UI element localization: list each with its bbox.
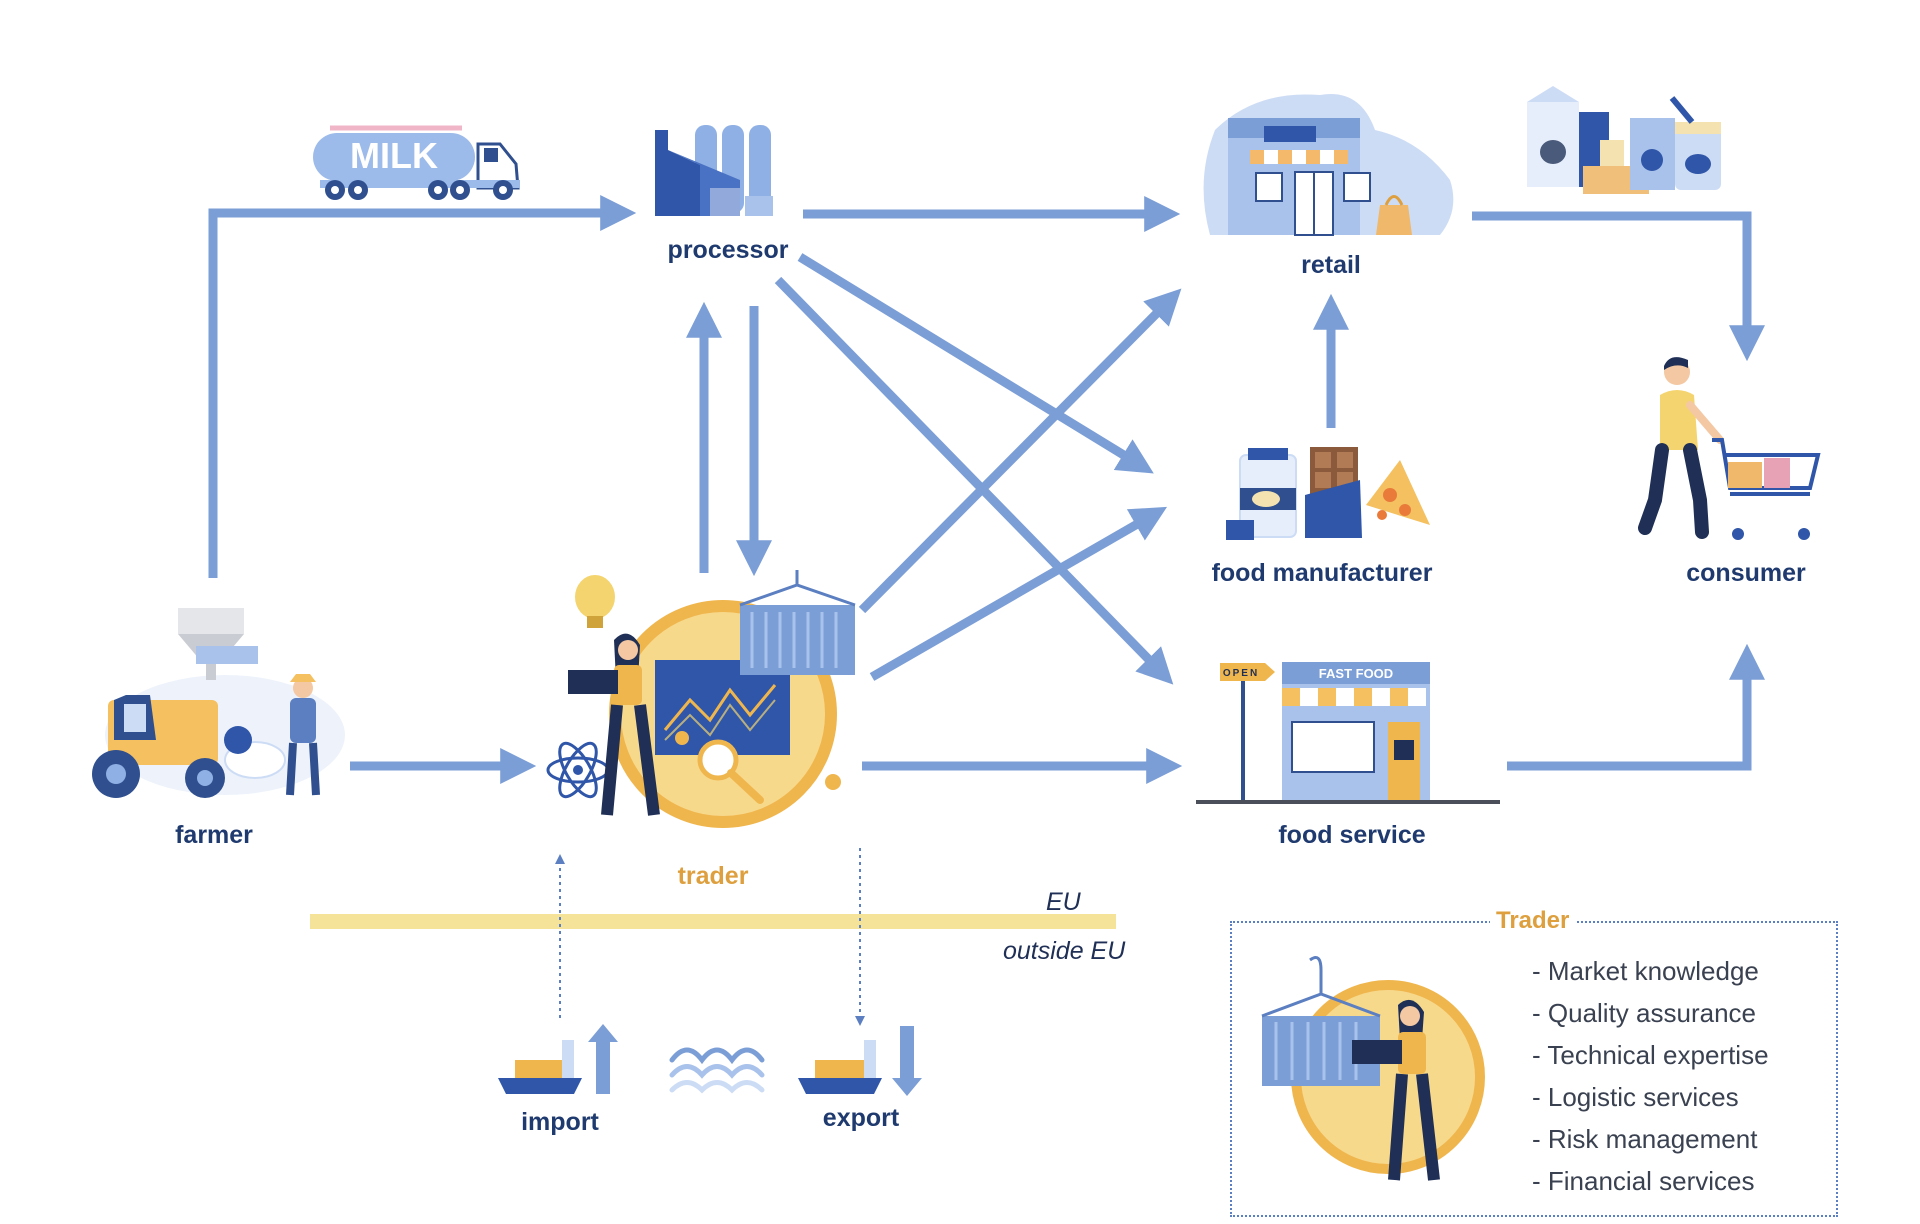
factory-icon: [655, 125, 773, 216]
fast-food-sign-text: FAST FOOD: [1319, 666, 1393, 681]
milk-truck-icon: MILK: [313, 125, 520, 200]
legend-item: - Quality assurance: [1532, 998, 1756, 1028]
eu-label: EU: [1046, 888, 1081, 916]
processor-label: processor: [667, 236, 789, 264]
legend-item: - Technical expertise: [1532, 1040, 1769, 1070]
legend-title: Trader: [1490, 907, 1576, 935]
legend-trader-icon: [1261, 956, 1485, 1181]
flow-arrows: [208, 195, 1765, 784]
consumer-label: consumer: [1686, 559, 1806, 587]
arrow-trader-to-retail: [858, 288, 1182, 614]
legend-item: - Logistic services: [1532, 1082, 1739, 1112]
dairy-products-icon: [1527, 86, 1721, 194]
arrow-retail-to-consumer: [1472, 211, 1765, 362]
trader-label: trader: [677, 862, 749, 890]
sea-waves-icon: [669, 1047, 765, 1094]
arrow-food-service-to-consumer: [1507, 643, 1765, 771]
outside-eu-label: outside EU: [1003, 937, 1126, 965]
import-ship-icon: [498, 1024, 618, 1094]
food-service-icon: OPEN FAST FOOD: [1196, 662, 1500, 804]
retail-store-icon: [1203, 94, 1454, 236]
legend-item: - Financial services: [1532, 1166, 1755, 1196]
export-label: export: [822, 1104, 900, 1132]
arrow-processor-to-food-manufacturer: [797, 253, 1154, 474]
legend-item: - Risk management: [1532, 1124, 1758, 1154]
legend-item: - Market knowledge: [1532, 956, 1759, 986]
import-label: import: [521, 1108, 599, 1136]
eu-border-band: [310, 914, 1116, 929]
consumer-icon: [1638, 357, 1821, 540]
open-sign-text: OPEN: [1223, 668, 1259, 679]
farmer-icon: [92, 608, 345, 798]
arrow-trader-to-food-manufacturer: [869, 506, 1168, 681]
trader-icon: [546, 570, 856, 828]
legend-list: - Market knowledge - Quality assurance -…: [1532, 950, 1769, 1202]
truck-milk-text: MILK: [350, 135, 438, 176]
arrow-processor-to-food-service: [774, 276, 1174, 685]
retail-label: retail: [1301, 251, 1361, 279]
food-manufacturer-label: food manufacturer: [1211, 559, 1433, 587]
export-ship-icon: [798, 1026, 922, 1096]
arrow-farmer-to-processor: [208, 195, 637, 578]
food-manufacturer-icon: [1226, 447, 1430, 540]
food-service-label: food service: [1278, 821, 1426, 849]
farmer-label: farmer: [175, 821, 253, 849]
